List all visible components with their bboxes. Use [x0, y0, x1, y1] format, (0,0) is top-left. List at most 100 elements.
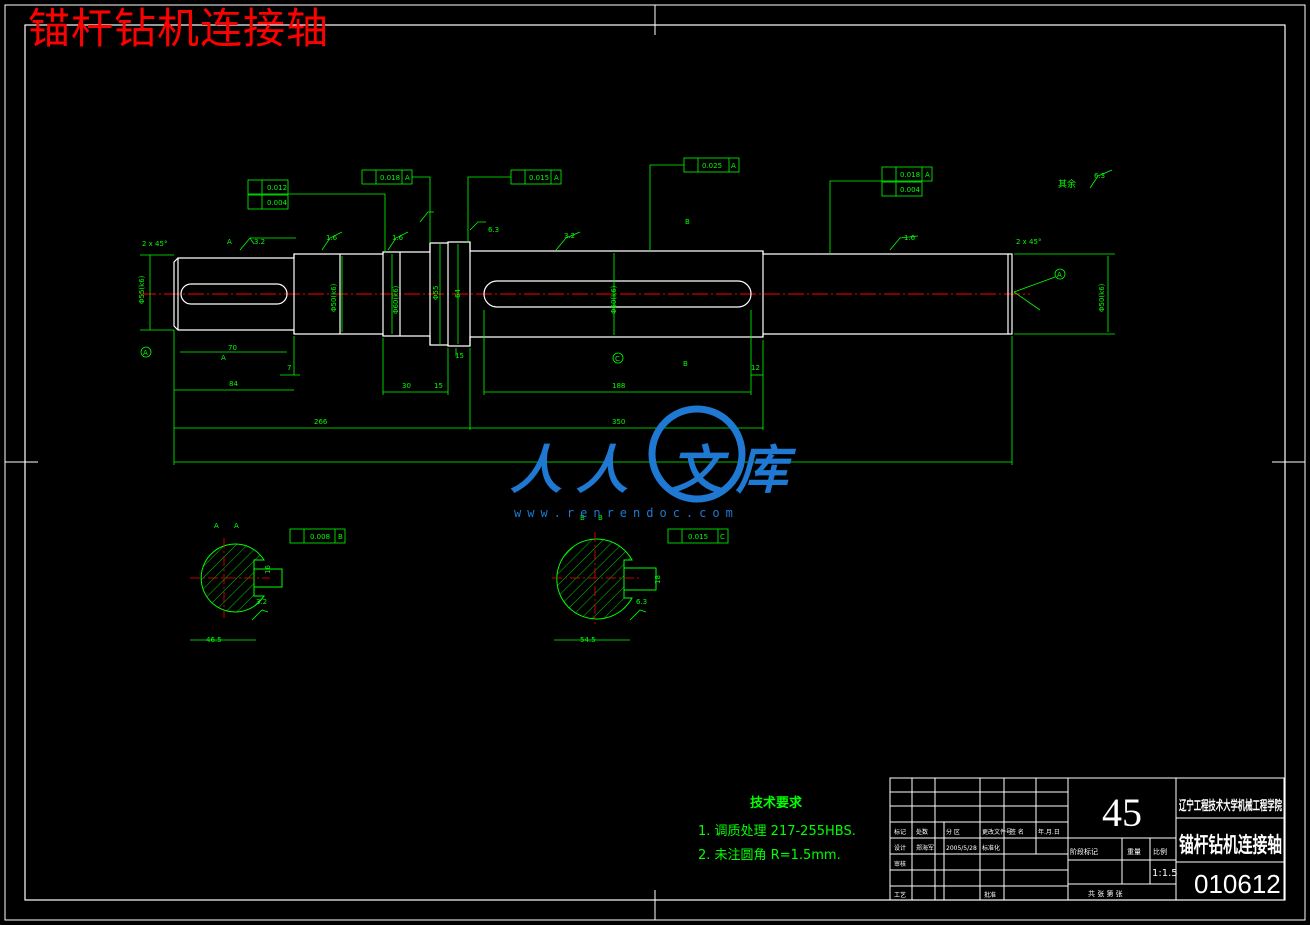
tech-item-1: 1. 调质处理 217-255HBS.: [698, 824, 856, 839]
sec1-key: 16: [264, 565, 272, 574]
section-label-a2: A: [221, 354, 226, 362]
datum-label-a2: A: [1057, 271, 1062, 279]
section-a-title-1: A: [214, 522, 219, 530]
centering-marks: [5, 5, 1305, 920]
rough-r2: 1.6: [326, 234, 338, 242]
rough-r3: 1.6: [392, 234, 404, 242]
datum-label-c: C: [615, 355, 620, 363]
tol-t4: 0.015: [529, 174, 549, 182]
chamfer-left: 2 x 45°: [142, 240, 167, 248]
tech-title: 技术要求: [750, 796, 803, 811]
tb-drawing-no: 010612: [1194, 869, 1281, 899]
tb-h-weight: 重量: [1127, 848, 1141, 856]
dim-d4: Φ55: [432, 286, 440, 300]
tb-r-ddate: 2005/5/28: [946, 845, 977, 852]
rough-rest-label: 其余: [1058, 178, 1076, 190]
tech-item-2: 2. 未注圆角 R=1.5mm.: [698, 848, 841, 863]
dim-d3: Φ60(k6): [392, 285, 400, 314]
tol-t3: 0.018: [380, 174, 400, 182]
tb-r-mark: 标记: [894, 828, 906, 836]
dim-l350: 350: [612, 418, 625, 426]
title-block-text: 45 阶段标记 重量 比例 1:1.5 共 张 第 张 辽宁工程技术大学机械工程…: [894, 790, 1282, 899]
section-label-a: A: [227, 238, 232, 246]
tb-r-design: 设计: [894, 844, 906, 852]
rough-r8: 6.3: [636, 598, 647, 606]
watermark-char-4: 库: [736, 441, 789, 501]
dim-d2: Φ50(k6): [330, 283, 338, 312]
dim-l84: 84: [229, 380, 238, 388]
page-title: 锚杆钻机连接轴: [28, 4, 330, 53]
watermark-url: www.renrendoc.com: [514, 506, 739, 520]
dim-l15a: 15: [434, 382, 443, 390]
section-label-b2: B: [683, 360, 688, 368]
datum-markers: [140, 268, 1066, 364]
tol-sec2: 0.015: [688, 533, 708, 541]
tol-t6: 0.018: [900, 171, 920, 179]
rough-r5: 1.6: [904, 234, 916, 242]
tb-h-scale: 比例: [1153, 847, 1167, 856]
dim-d7: Φ50(k6): [1098, 283, 1106, 312]
dim-l12: 12: [751, 364, 760, 372]
dim-l266: 266: [314, 418, 328, 426]
dim-l70: 70: [228, 344, 237, 352]
dim-d6: Φ60(k6): [610, 285, 618, 314]
section-view-a: [190, 538, 283, 641]
sec2-width: 54.5: [580, 636, 596, 644]
tb-scale: 1:1.5: [1152, 868, 1178, 879]
shaft-outline: [173, 241, 1013, 347]
tb-r-process: 工艺: [894, 891, 906, 899]
dim-l188: 188: [612, 382, 625, 390]
material-label: 45: [1102, 790, 1142, 835]
tb-h-stage: 阶段标记: [1070, 847, 1098, 856]
dimension-lines: [140, 244, 1115, 465]
tb-r-docno: 更改文件号: [982, 828, 1012, 836]
rough-r1: 3.2: [254, 238, 265, 246]
rough-rest-value: 6.3: [1094, 172, 1105, 180]
sec1-width: 46.5: [206, 636, 222, 644]
tolerance-frames: [247, 157, 933, 544]
watermark-char-1: 人: [510, 441, 563, 501]
tol-t2: 0.004: [267, 199, 288, 207]
tol-ref-b: B: [338, 533, 343, 541]
chamfer-right: 2 x 45°: [1016, 238, 1041, 246]
tol-sec1: 0.008: [310, 533, 330, 541]
tb-r-sign: 签 名: [1010, 828, 1024, 836]
section-b-title-1: B: [580, 514, 585, 522]
tol-ref-a4: A: [925, 171, 930, 179]
tb-r-approve: 批准: [984, 891, 996, 899]
section-view-b: [552, 532, 657, 641]
dim-d1: Φ55(k6): [138, 275, 146, 304]
dim-d5: 64: [454, 289, 462, 298]
tol-t1: 0.012: [267, 184, 287, 192]
section-a-title-2: A: [234, 522, 239, 530]
dim-l15b: 15: [455, 352, 464, 360]
tb-r-std: 标准化: [982, 844, 1000, 852]
dim-l30: 30: [402, 382, 411, 390]
watermark-logo: [648, 405, 746, 503]
tb-h-sheets: 共 张 第 张: [1088, 889, 1123, 898]
tol-ref-c: C: [720, 533, 725, 541]
dim-l7: 7: [287, 364, 291, 372]
roughness-symbols: [239, 169, 1113, 621]
section-label-b: B: [685, 218, 690, 226]
tb-r-zone: 分 区: [946, 828, 960, 836]
rough-r7: 3.2: [256, 598, 267, 606]
rough-r4: 3.2: [564, 232, 575, 240]
rough-r6: 6.3: [488, 226, 499, 234]
tb-r-date: 年.月.日: [1038, 828, 1060, 836]
shaft-main-view: [140, 157, 1115, 621]
tb-r-review: 审核: [894, 860, 906, 868]
section-b-title-2: B: [598, 514, 603, 522]
tol-t5: 0.025: [702, 162, 722, 170]
drawing-annotations: Φ55(k6) Φ50(k6) Φ60(k6) Φ55 64 Φ60(k6) Φ…: [138, 162, 1106, 644]
tb-r-count: 处数: [916, 828, 928, 836]
tb-r-designer: 郑海军: [916, 844, 934, 852]
tb-school: 辽宁工程技术大学机械工程学院: [1179, 798, 1282, 814]
tol-ref-a1: A: [405, 174, 410, 182]
watermark-char-3: 文: [670, 441, 723, 501]
watermark: 人 人 文 库 www.renrendoc.com: [510, 400, 800, 530]
tol-ref-a3: A: [731, 162, 736, 170]
title-block: [889, 777, 1285, 901]
tol-t7: 0.004: [900, 186, 921, 194]
